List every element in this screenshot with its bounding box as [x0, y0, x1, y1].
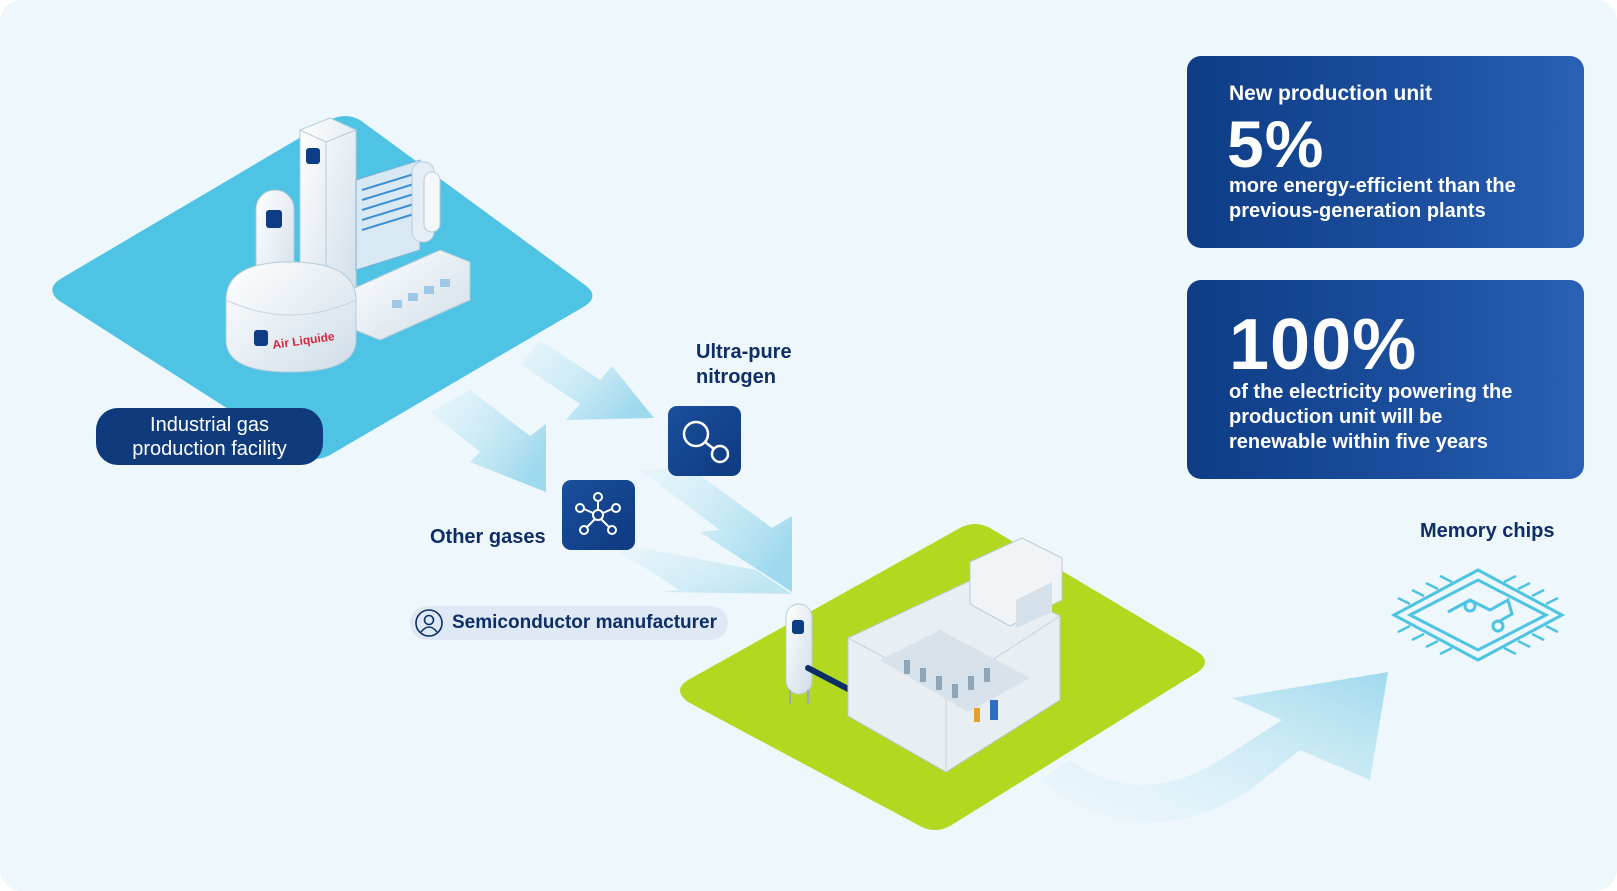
semiconductor-fab-illustration: [785, 537, 1063, 773]
flow-arrow-to-fab: [640, 468, 792, 592]
flow-arrow-nitrogen: [520, 340, 654, 420]
memory-chips-label: Memory chips: [1420, 520, 1555, 542]
stat-card-title: New production unit: [1229, 82, 1432, 105]
chip-icon: [1390, 568, 1566, 662]
stat-card-description: of the electricity powering the producti…: [1229, 381, 1513, 453]
nitrogen-label: Ultra-pure nitrogen: [696, 341, 792, 388]
stat-card-energy-efficiency: New production unit 5% more energy-effic…: [1187, 56, 1584, 248]
gas-plant-illustration: Air Liquide: [225, 117, 471, 373]
semiconductor-manufacturer-label: Semiconductor manufacturer: [410, 606, 728, 640]
facility-label: Industrial gas production facility: [96, 408, 323, 465]
facility-label-text: Industrial gas production facility: [132, 413, 287, 460]
flow-arrow-lower: [600, 540, 792, 594]
flow-arrow-other-gases: [430, 390, 546, 492]
stat-card-renewable-electricity: 100% of the electricity powering the pro…: [1187, 280, 1584, 479]
stat-card-value: 100%: [1229, 305, 1418, 385]
stat-card-value: 5%: [1227, 107, 1325, 181]
flow-arrow-to-chips: [1040, 672, 1388, 823]
molecule-two-atom-icon: [668, 406, 741, 476]
stat-card-description: more energy-efficient than the previous-…: [1229, 175, 1516, 222]
person-icon: [415, 609, 443, 637]
semiconductor-manufacturer-text: Semiconductor manufacturer: [452, 612, 717, 633]
molecule-network-icon: [562, 480, 635, 550]
other-gases-label: Other gases: [430, 526, 546, 548]
